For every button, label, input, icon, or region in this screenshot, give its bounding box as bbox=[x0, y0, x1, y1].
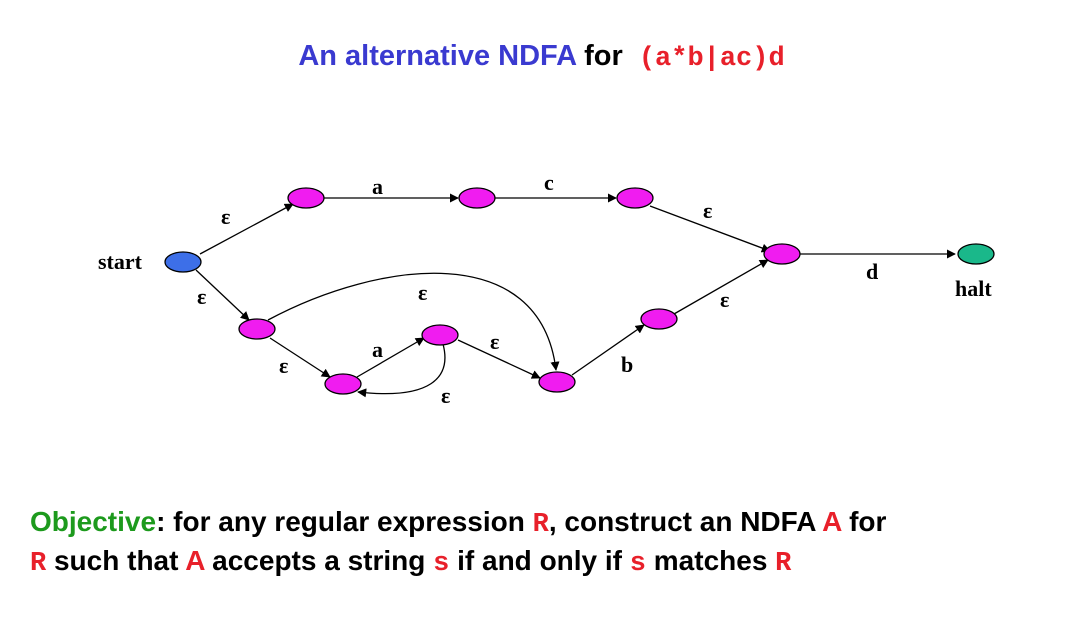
state-loop bbox=[324, 373, 362, 395]
state-top-3 bbox=[616, 187, 654, 209]
edge-label-loop-a: a bbox=[372, 337, 383, 362]
halt-label: halt bbox=[955, 276, 992, 301]
edge-label-b: b bbox=[621, 352, 633, 377]
state-top-2 bbox=[458, 187, 496, 209]
title-regex: (a*b|ac)d bbox=[638, 44, 785, 74]
edge-label-bottom-loop: ε bbox=[279, 353, 288, 378]
objective-R-1: R bbox=[532, 510, 549, 540]
state-top-1 bbox=[287, 187, 325, 209]
objective-s-1: s bbox=[433, 549, 450, 579]
title-for: for bbox=[584, 40, 623, 72]
edge-start-to-bottom bbox=[195, 269, 250, 321]
objective-text-5: accepts a string bbox=[204, 545, 434, 576]
slide-title: An alternative NDFA for (a*b|ac)d bbox=[0, 36, 1083, 79]
edge-label-start-top: ε bbox=[221, 204, 230, 229]
state-start bbox=[164, 251, 202, 273]
edge-b-to-join bbox=[673, 259, 769, 315]
objective-text-4: such that bbox=[46, 545, 186, 576]
objective-text-6: if and only if bbox=[449, 545, 630, 576]
start-label: start bbox=[98, 249, 143, 274]
objective-text-3: for bbox=[841, 506, 887, 537]
edge-loop-exit bbox=[457, 339, 541, 379]
objective-s-2: s bbox=[629, 549, 646, 579]
title-highlight: An alternative NDFA bbox=[298, 40, 577, 72]
edge-label-loop-back: ε bbox=[441, 383, 450, 408]
state-loop-top bbox=[421, 324, 459, 346]
edge-label-top-c: c bbox=[544, 170, 554, 195]
edge-start-to-top bbox=[199, 203, 294, 255]
objective-text-2: , construct an NDFA bbox=[548, 506, 823, 537]
edge-label-top-join: ε bbox=[703, 198, 712, 223]
objective-text-7: matches bbox=[646, 545, 776, 576]
objective-statement: Objective: for any regular expression R,… bbox=[30, 504, 1070, 582]
objective-text-1: : for any regular expression bbox=[156, 506, 533, 537]
edge-label-bottom-skip: ε bbox=[418, 280, 427, 305]
edge-bottom-to-loop bbox=[269, 337, 331, 378]
edge-loop-a bbox=[356, 337, 425, 378]
objective-A-1: A bbox=[822, 506, 842, 537]
edge-label-start-bottom: ε bbox=[197, 284, 206, 309]
edge-label-b-join: ε bbox=[720, 287, 729, 312]
state-bottom-1 bbox=[238, 318, 276, 340]
edge-label-top-a: a bbox=[372, 174, 383, 199]
edge-top-to-join bbox=[649, 205, 771, 253]
objective-word: Objective bbox=[30, 506, 157, 537]
edge-loop-back bbox=[357, 343, 446, 398]
state-b-target bbox=[640, 308, 678, 330]
objective-R-3: R bbox=[775, 549, 792, 579]
state-b-source bbox=[538, 371, 576, 393]
objective-A-2: A bbox=[185, 545, 205, 576]
edge-label-d: d bbox=[866, 259, 878, 284]
state-halt bbox=[957, 243, 995, 265]
state-join bbox=[763, 243, 801, 265]
edge-label-loop-exit: ε bbox=[490, 329, 499, 354]
objective-R-2: R bbox=[30, 549, 47, 579]
edge-bottom-skip bbox=[267, 272, 560, 371]
edge-b bbox=[571, 324, 645, 376]
